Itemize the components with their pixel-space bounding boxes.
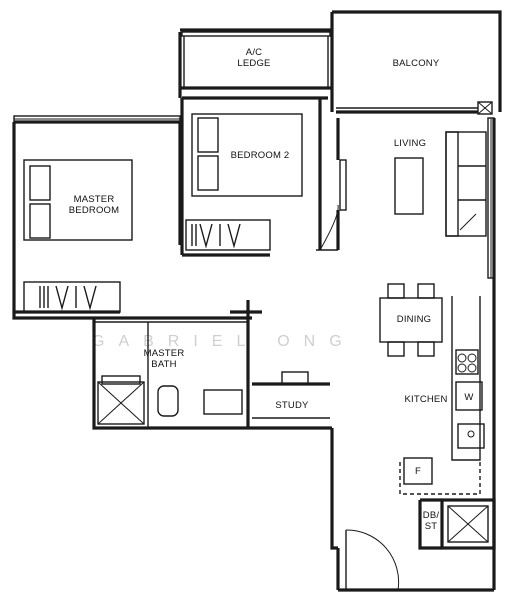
room-label-db-st-1: DB/ xyxy=(423,510,440,521)
master-bedroom: MASTER BEDROOM xyxy=(23,159,133,313)
windows xyxy=(13,31,495,279)
fridge xyxy=(403,457,433,485)
room-label-master-bath-2: BATH xyxy=(151,359,176,370)
watermark: GABRIEL ONG xyxy=(92,333,356,350)
wardrobe-master xyxy=(23,281,121,313)
living-area: LIVING xyxy=(339,131,487,237)
room-label-dining: DINING xyxy=(397,314,431,325)
sink xyxy=(457,423,485,449)
hob xyxy=(455,349,479,375)
shower xyxy=(97,381,145,425)
appliance-washer-label: W xyxy=(464,392,473,403)
interior-walls xyxy=(14,36,496,550)
room-label-master-bedroom-1: MASTER xyxy=(74,194,115,205)
sofa xyxy=(445,131,487,237)
bed-2 xyxy=(191,113,303,197)
dining-table xyxy=(379,297,443,343)
coffee-table xyxy=(394,157,424,215)
room-label-ac-ledge-1: A/C xyxy=(246,47,262,58)
room-label-master-bath-1: MASTER xyxy=(144,348,185,359)
vanity xyxy=(203,389,243,415)
room-label-study: STUDY xyxy=(275,400,309,411)
room-label-kitchen: KITCHEN xyxy=(404,394,447,405)
room-label-master-bedroom-2: BEDROOM xyxy=(69,205,120,216)
room-label-db-st-2: ST xyxy=(425,521,438,532)
washer xyxy=(455,381,483,411)
room-label-living: LIVING xyxy=(394,138,426,149)
kitchen: W KITCHEN F DB/ ST xyxy=(399,296,485,532)
dining-area: DINING xyxy=(379,283,443,357)
main-door xyxy=(345,529,400,591)
toilet xyxy=(157,385,179,417)
bedroom-2: BEDROOM 2 xyxy=(191,113,339,251)
appliance-fridge-label: F xyxy=(415,466,421,477)
master-bath: MASTER BATH xyxy=(97,322,243,428)
room-label-ac-ledge-2: LEDGE xyxy=(237,58,270,69)
room-label-balcony: BALCONY xyxy=(393,58,440,69)
room-label-bedroom-2: BEDROOM 2 xyxy=(231,150,290,161)
study: STUDY xyxy=(252,400,330,419)
